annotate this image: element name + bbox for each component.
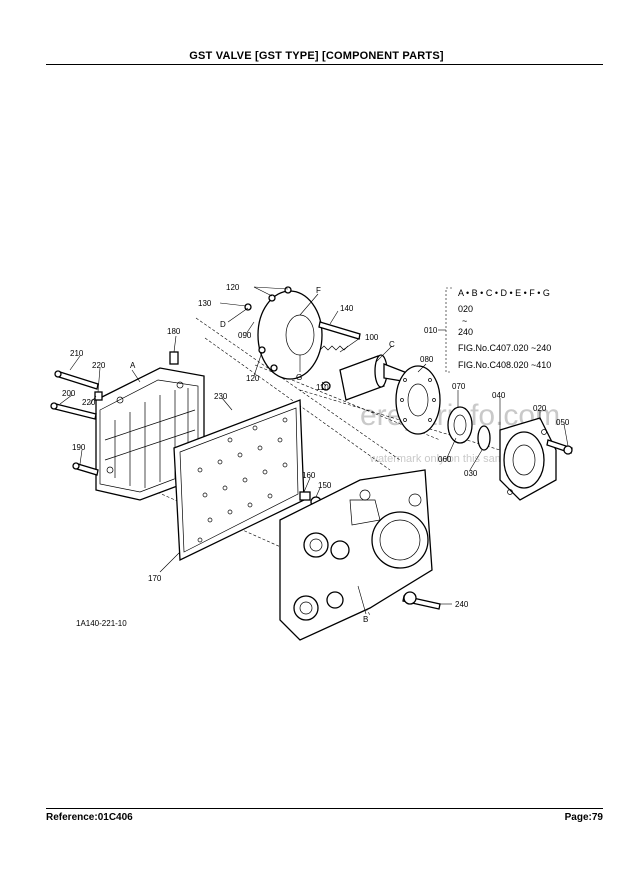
bearing-rings [447, 406, 491, 451]
reference-box-line: ~ [462, 316, 467, 326]
part-label: G [296, 373, 302, 382]
part-labels: 120 F 130 140 D 090 100 C 180 120 G 110 … [62, 283, 570, 624]
part-label: C [389, 340, 395, 349]
part-label: 190 [72, 443, 86, 452]
page-title: GST VALVE [GST TYPE] [COMPONENT PARTS] [189, 50, 444, 62]
reference-box-line: 240 [458, 327, 473, 337]
part-label: 130 [198, 299, 212, 308]
reference-box-line: A • B • C • D • E • F • G [458, 288, 550, 298]
part-label: 120 [246, 374, 260, 383]
part-label: D [220, 320, 226, 329]
part-label: 230 [214, 392, 228, 401]
part-label: 200 [62, 389, 76, 398]
part-label: 110 [316, 383, 329, 392]
footer-divider [46, 808, 603, 809]
part-label: 150 [318, 481, 332, 490]
end-cover-040 [499, 417, 557, 501]
valve-case-b [279, 469, 433, 641]
part-label: 070 [452, 382, 466, 391]
part-label: A [130, 361, 136, 370]
part-label: B [363, 615, 368, 624]
footer-reference: Reference:01C406 [46, 812, 133, 823]
reference-box-line: FIG.No.C408.020 ~410 [458, 360, 551, 370]
part-label: 220 [82, 398, 96, 407]
part-label: 120 [226, 283, 240, 292]
spool-c [339, 354, 421, 401]
part-label: 240 [455, 600, 469, 609]
part-label: 030 [464, 469, 478, 478]
part-label: 180 [167, 327, 181, 336]
reference-box-line: 020 [458, 304, 473, 314]
part-label: 050 [556, 418, 570, 427]
disc-080 [395, 365, 441, 435]
reference-box: A • B • C • D • E • F • G 020 ~ 240 FIG.… [458, 288, 551, 370]
leader-lines [59, 286, 569, 615]
part-label: 090 [238, 331, 252, 340]
part-label: 040 [492, 391, 506, 400]
part-label: 220 [92, 361, 106, 370]
part-label: 170 [148, 574, 162, 583]
part-label: 080 [420, 355, 434, 364]
watermark-sub: watermark only on this sample [369, 453, 519, 465]
part-label: 020 [533, 404, 547, 413]
cover-plate-f [244, 286, 323, 380]
bolt-240 [402, 591, 441, 610]
reference-box-line: FIG.No.C407.020 ~240 [458, 343, 551, 353]
part-label: 010 [424, 326, 438, 335]
bolts-left [50, 351, 179, 476]
part-label: 100 [365, 333, 379, 342]
part-label: 140 [340, 304, 354, 313]
header-divider [46, 64, 603, 65]
part-label: 060 [438, 455, 452, 464]
reference-bracket-010 [438, 287, 452, 373]
part-label: 160 [302, 471, 316, 480]
part-label: 210 [70, 349, 84, 358]
part-label: F [316, 286, 321, 295]
footer-page-number: Page:79 [564, 812, 603, 823]
drawing-code: 1A140-221-10 [76, 619, 127, 628]
